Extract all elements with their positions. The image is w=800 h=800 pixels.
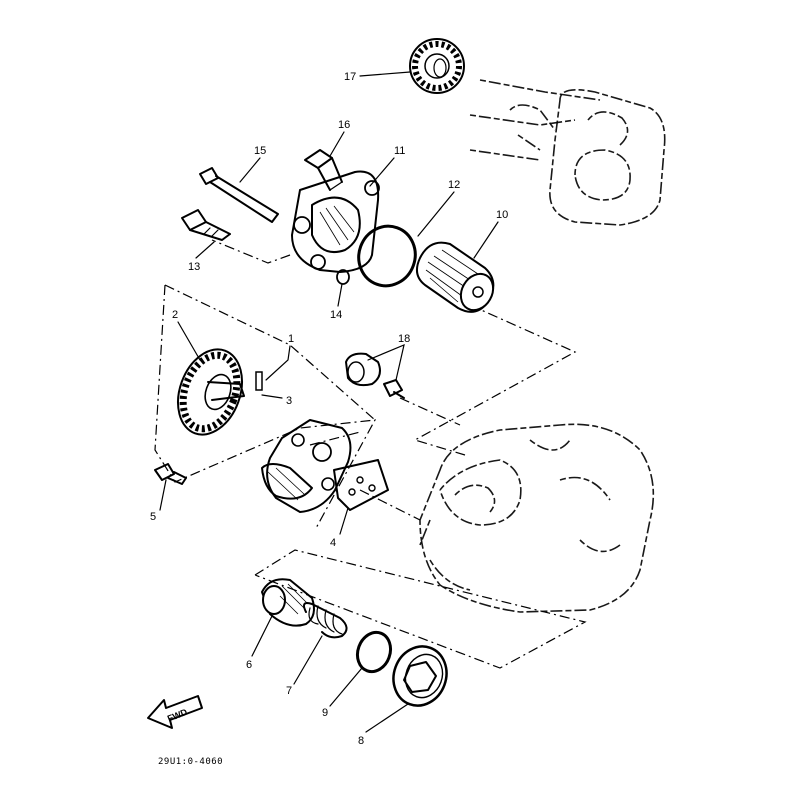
part-code: 29U1:0-4060 xyxy=(158,757,223,767)
long-bolt-part-15 xyxy=(199,167,279,223)
strainer-part-6 xyxy=(261,578,315,627)
oil-filter-part-10 xyxy=(415,241,495,313)
fwd-arrow-icon: FWD xyxy=(147,695,203,729)
callout-1: 1 xyxy=(288,333,294,345)
sprocket-part-17 xyxy=(409,38,465,94)
callout-labels: 17 16 15 11 12 10 13 14 2 1 18 3 5 4 6 7… xyxy=(150,71,508,747)
callout-4: 4 xyxy=(330,537,336,549)
drive-gear-part-2 xyxy=(177,348,245,436)
callout-9: 9 xyxy=(322,707,328,719)
pump-cover-part-11 xyxy=(291,170,380,273)
spring-part-7 xyxy=(303,602,348,639)
callout-16: 16 xyxy=(338,119,350,131)
fitting-part-18 xyxy=(345,352,405,399)
callout-3: 3 xyxy=(286,395,292,407)
callout-6: 6 xyxy=(246,659,252,671)
callout-17: 17 xyxy=(344,71,356,83)
bolt-part-16 xyxy=(304,149,343,191)
pin-part-3 xyxy=(255,371,263,391)
screw-part-5 xyxy=(154,463,187,485)
gasket-part-4 xyxy=(333,459,389,511)
callout-leaders xyxy=(159,71,499,733)
o-ring-part-12 xyxy=(357,224,417,288)
bolt-part-13 xyxy=(181,209,231,241)
crankcase-outline xyxy=(419,79,666,613)
callout-14: 14 xyxy=(330,309,342,321)
callout-12: 12 xyxy=(448,179,460,191)
drain-plug-part-8 xyxy=(392,645,448,707)
o-ring-part-9 xyxy=(355,630,393,674)
callout-11: 11 xyxy=(394,145,405,157)
callout-7: 7 xyxy=(286,685,292,697)
pump-assembly-boundary xyxy=(154,284,377,531)
callout-5: 5 xyxy=(150,511,156,523)
pump-body xyxy=(261,419,352,513)
small-o-ring-part-14 xyxy=(336,269,350,285)
strainer-group-boundary xyxy=(254,549,587,669)
callout-18: 18 xyxy=(398,333,410,345)
callout-2: 2 xyxy=(172,309,178,321)
callout-15: 15 xyxy=(254,145,266,157)
callout-10: 10 xyxy=(496,209,508,221)
callout-8: 8 xyxy=(358,735,364,747)
callout-13: 13 xyxy=(188,261,200,273)
